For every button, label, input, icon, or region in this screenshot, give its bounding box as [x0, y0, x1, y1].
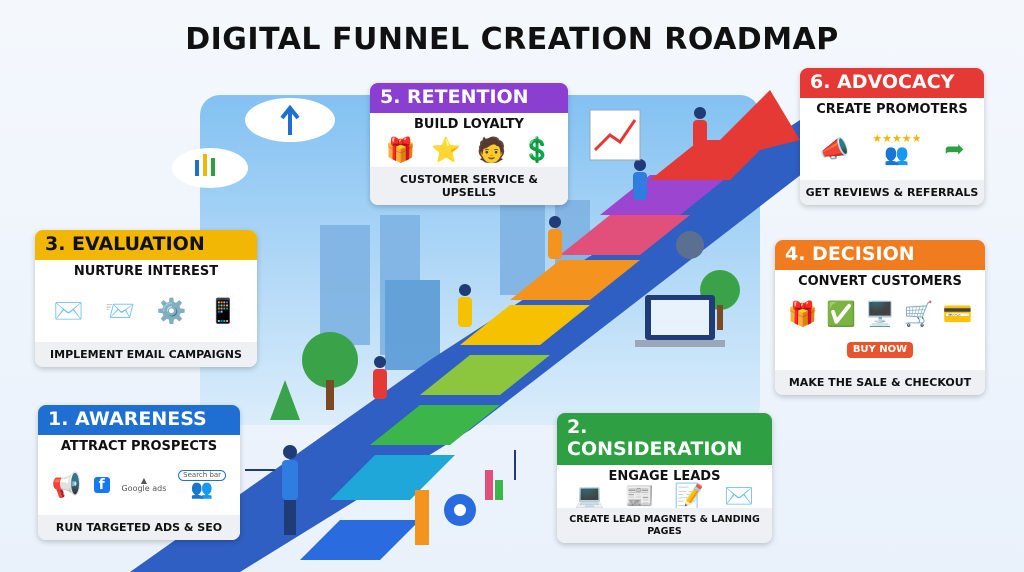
workflow-icon: 📨: [105, 296, 136, 325]
stage-footer: MAKE THE SALE & CHECKOUT: [775, 369, 985, 395]
check-icon: ✅: [826, 299, 857, 328]
stage-footer: CREATE LEAD MAGNETS & LANDING PAGES: [557, 508, 772, 543]
landing-page-icon: 📰: [624, 482, 655, 511]
facebook-icon: f: [93, 476, 110, 493]
stage-subtitle: ENGAGE LEADS: [608, 468, 721, 484]
star-icon: ⭐: [431, 135, 462, 164]
laptop-icon: 💻: [574, 482, 605, 511]
bar-chart-icon: [415, 470, 503, 545]
stage-subtitle: CONVERT CUSTOMERS: [798, 273, 962, 289]
stage-card-evaluation: 3. EVALUATION NURTURE INTEREST ✉️ 📨 ⚙️ 📱 IM…: [35, 230, 257, 367]
stage-header: 4. DECISION: [775, 240, 985, 270]
gears-icon: ⚙️: [156, 296, 187, 325]
people-icon: 👥: [884, 142, 910, 167]
gift-icon: 🎁: [787, 299, 818, 328]
stage-card-consideration: 2. CONSIDERATION ENGAGE LEADS 💻 📰 📝 ✉️ CREA…: [557, 413, 772, 543]
google-ads-label: Google ads: [121, 483, 167, 493]
stage-footer: GET REVIEWS & REFERRALS: [800, 179, 984, 205]
stage-card-retention: 5. RETENTION BUILD LOYALTY 🎁 ⭐ 🧑 💲 CUSTOMER…: [370, 83, 568, 205]
stage-subtitle: NURTURE INTEREST: [73, 263, 219, 279]
stage-subtitle: CREATE PROMOTERS: [816, 101, 968, 117]
megaphone-icon: 📣: [819, 134, 850, 163]
stage-footer: RUN TARGETED ADS & SEO: [38, 514, 240, 540]
email-icon: ✉️: [53, 296, 84, 325]
page-title: DIGITAL FUNNEL CREATION ROADMAP: [185, 22, 839, 57]
megaphone-icon: 📢: [51, 470, 82, 499]
money-hand-icon: 💲: [522, 135, 553, 164]
stage-header: 6. ADVOCACY: [800, 68, 984, 98]
stage-header: 3. EVALUATION: [35, 230, 257, 260]
rainbow-staircase: [300, 90, 800, 560]
google-ads-icon: ▲Google ads: [121, 475, 167, 493]
search-bar-icon: Search bar: [178, 470, 227, 482]
people-icon: 👥: [190, 479, 214, 501]
buy-now-button: BUY NOW: [846, 341, 914, 358]
stage-card-awareness: 1. AWARENESS ATTRACT PROSPECTS 📢 f ▲Google…: [38, 405, 240, 540]
stage-subtitle: BUILD LOYALTY: [414, 116, 524, 132]
cart-icon: 🛒: [903, 299, 934, 328]
email-icon: ✉️: [724, 482, 755, 511]
growth-chart-icon: [589, 109, 641, 161]
stage-card-advocacy: 6. ADVOCACY CREATE PROMOTERS 📣 ★★★★★👥 ➦ GE…: [800, 68, 984, 205]
stage-header: 1. AWARENESS: [38, 405, 240, 435]
trees: [270, 270, 740, 420]
credit-card-icon: 💳: [942, 299, 973, 328]
five-stars-icon: ★★★★★👥: [872, 132, 922, 167]
checkout-page-icon: 🖥️: [865, 299, 895, 328]
support-agent-icon: 🧑: [476, 135, 507, 164]
stage-header: 5. RETENTION: [370, 83, 568, 113]
cloud-icon: [172, 98, 335, 188]
stage-card-decision: 4. DECISION CONVERT CUSTOMERS 🎁 ✅ 🖥️ 🛒 💳 BUY …: [775, 240, 985, 395]
share-arrow-icon: ➦: [944, 134, 965, 163]
document-icon: 📝: [674, 482, 705, 511]
stage-footer: IMPLEMENT EMAIL CAMPAIGNS: [35, 341, 257, 367]
stage-footer: CUSTOMER SERVICE & UPSELLS: [370, 166, 568, 205]
stage-header: 2. CONSIDERATION: [557, 413, 772, 465]
phone-icon: 📱: [208, 296, 239, 325]
people-figures: [282, 107, 707, 535]
laptop-icon: [635, 295, 725, 347]
gift-icon: 🎁: [385, 135, 416, 164]
gear-icon: [444, 231, 704, 526]
stage-subtitle: ATTRACT PROSPECTS: [60, 438, 218, 454]
